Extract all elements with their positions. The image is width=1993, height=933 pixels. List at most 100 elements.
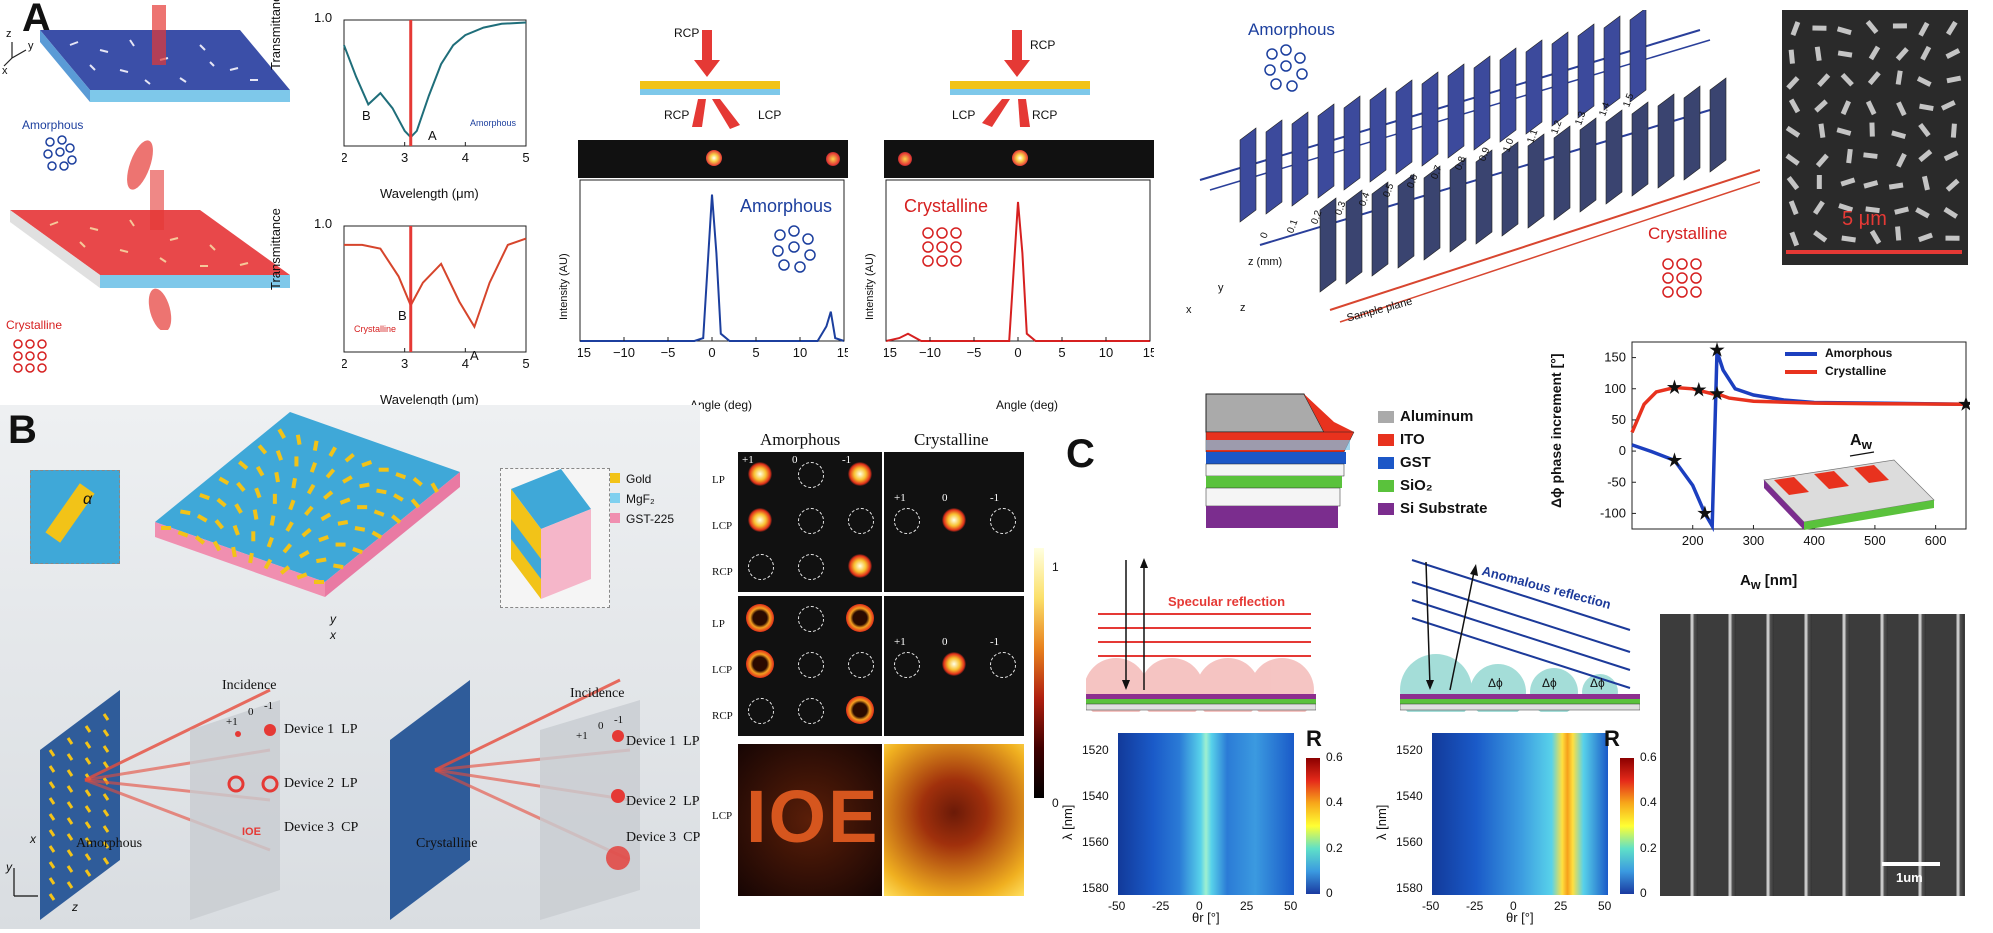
map-x-tick: 50 <box>1598 899 1612 913</box>
device-rod <box>84 789 92 797</box>
b-axis-y2: y <box>6 860 12 874</box>
b-legend-gold: Gold <box>626 472 652 486</box>
nanorod <box>1790 21 1801 36</box>
map-x-tick: 25 <box>1240 899 1254 913</box>
gold-nanorod <box>238 460 249 470</box>
b-left-device1: Device 1 LP <box>284 722 358 737</box>
nanorod <box>1919 103 1934 111</box>
series-line-0 <box>344 237 527 330</box>
stack-frame <box>1239 127 1257 223</box>
gold-nanorod <box>295 434 302 445</box>
gold-nanorod <box>410 498 421 509</box>
y-tick-label: -100 <box>1600 505 1626 520</box>
stack-frame <box>1395 79 1413 175</box>
stack-frame <box>1369 87 1387 183</box>
gold-nanorod <box>231 546 237 558</box>
intensity-amorphous-title: Amorphous <box>740 196 833 216</box>
c-layer-stack <box>1205 393 1355 528</box>
b-right-device3: Device 3 CP <box>626 830 701 845</box>
dphi-label-2: Δϕ <box>1542 676 1557 690</box>
b-right-incidence: Incidence <box>570 686 625 701</box>
star-marker <box>1709 342 1725 357</box>
x-tick-label: −10 <box>919 345 941 360</box>
device-rod <box>66 833 74 841</box>
nanorod <box>1865 100 1877 116</box>
gold-nanorod <box>378 467 389 472</box>
beam-left-out2: LCP <box>758 108 782 122</box>
grid-row3-crystalline <box>884 744 1024 896</box>
sem-image-gratings: 1um <box>1660 614 1965 896</box>
intensity-crystalline-ylabel: Intensity (AU) <box>864 253 876 320</box>
device-rod <box>48 749 56 757</box>
nanorod <box>1788 200 1799 216</box>
device-rod <box>84 853 92 861</box>
phase-chart-legend: Amorphous Crystalline <box>1785 346 1892 378</box>
gold-nanorod <box>430 482 439 494</box>
grid-row-label: LCP <box>712 664 733 676</box>
propagation-stack-illustration <box>1199 10 1760 323</box>
nanorod <box>1869 122 1875 137</box>
c-legend-gst: GST <box>1400 454 1431 471</box>
grating-inset-illustration <box>1763 451 1935 530</box>
gold-nanorod <box>314 580 324 584</box>
nanorod <box>1846 148 1853 164</box>
y-tick-label: -50 <box>1607 474 1626 489</box>
gold-nanorod <box>254 487 262 499</box>
map-y-tick: 1540 <box>1082 789 1109 803</box>
map-x-tick: -50 <box>1108 899 1126 913</box>
b-legend: Gold MgF₂ GST-225 <box>610 472 674 526</box>
nanorod <box>1786 176 1800 191</box>
metasurface-device-3d <box>155 412 460 597</box>
gold-nanorod <box>177 530 189 538</box>
star-marker <box>1958 396 1970 411</box>
star-marker <box>1697 505 1713 520</box>
panel-label-b: B <box>8 408 37 452</box>
transmittance-top-ylabel: Transmittance <box>268 0 283 70</box>
gold-nanorod <box>252 509 259 520</box>
grid-row-label: LP <box>712 618 725 630</box>
device-rod <box>48 893 56 901</box>
gold-nanorod <box>298 550 310 559</box>
y-tick-label: 150 <box>1604 350 1626 365</box>
gold-nanorod <box>337 520 349 526</box>
amorphous-label: Amorphous <box>22 118 84 132</box>
gold-nanorod <box>323 490 334 500</box>
nanorod <box>1840 100 1851 116</box>
grid-row-label: LCP <box>712 520 733 532</box>
y-tick-label: 50 <box>1612 412 1626 427</box>
grid-row-label: RCP <box>712 566 733 578</box>
specular-reflection-diagram <box>1086 558 1316 712</box>
star-marker <box>1666 379 1683 394</box>
empty-order-circle <box>798 462 824 488</box>
map-y-tick: 1560 <box>1082 835 1109 849</box>
map-y-tick: 1520 <box>1082 743 1109 757</box>
empty-order-circle <box>798 508 824 534</box>
map-left-ylabel: λ [nm] <box>1060 804 1075 840</box>
stack-frame <box>1603 15 1621 111</box>
transmittance-top-inset-label: Amorphous <box>470 118 517 128</box>
gold-nanorod <box>180 509 191 516</box>
intensity-crystalline-xlabel: Angle (deg) <box>996 398 1059 412</box>
gold-nanorod <box>248 552 254 564</box>
b-legend-gst: GST-225 <box>626 512 675 526</box>
grid-order-label: +1 <box>894 492 906 504</box>
gold-nanorod <box>412 476 423 487</box>
stack-frame <box>1449 157 1467 253</box>
nanorod <box>1916 76 1932 87</box>
stack-axis-y: y <box>1218 282 1224 294</box>
device-rod <box>66 865 74 873</box>
stack-frame <box>1423 165 1441 261</box>
gold-nanorod <box>291 477 297 489</box>
device-rod <box>66 801 74 809</box>
intensity-amorphous-ylabel: Intensity (AU) <box>558 253 570 320</box>
stack-frame <box>1345 189 1363 285</box>
nanorod <box>1895 226 1902 241</box>
grid-cbar-top: 1 <box>1052 560 1059 574</box>
gold-nanorod <box>304 505 314 516</box>
stack-frame <box>1473 55 1491 151</box>
transmittance-bottom-mark-a: A <box>470 348 479 363</box>
device-rod <box>48 813 56 821</box>
b-axis-z2: z <box>72 900 78 914</box>
device-rod <box>84 725 92 733</box>
device-rod <box>84 757 92 765</box>
